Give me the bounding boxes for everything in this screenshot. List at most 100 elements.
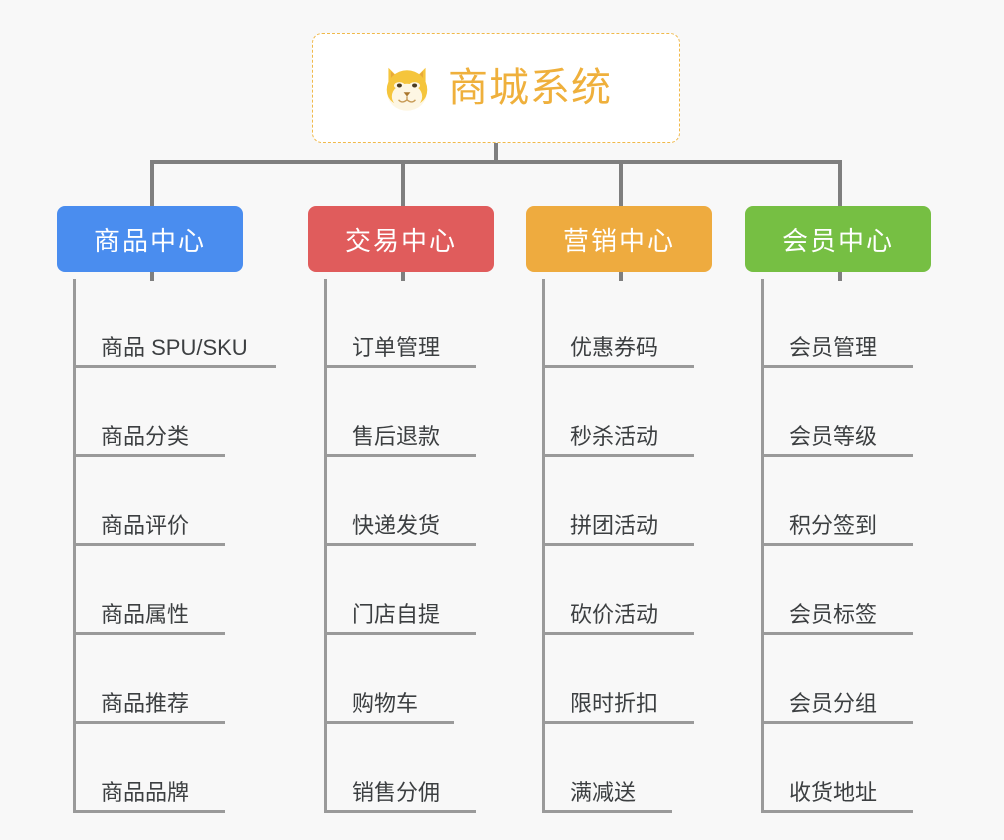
leaf-column-2: 订单管理售后退款快递发货门店自提购物车销售分佣 bbox=[324, 279, 476, 813]
leaf-item-label: 拼团活动 bbox=[570, 513, 659, 538]
leaf-item-underline bbox=[542, 721, 694, 724]
leaf-item-label: 订单管理 bbox=[352, 335, 441, 360]
leaf-item[interactable]: 门店自提 bbox=[324, 546, 476, 635]
leaf-item[interactable]: 收货地址 bbox=[761, 724, 913, 813]
leaf-item-underline bbox=[73, 454, 225, 457]
leaf-item-underline bbox=[761, 810, 913, 813]
leaf-item-label: 快递发货 bbox=[352, 513, 441, 538]
leaf-item-label: 商品 SPU/SKU bbox=[101, 335, 248, 360]
leaf-item-label: 销售分佣 bbox=[352, 780, 441, 805]
leaf-item[interactable]: 商品 SPU/SKU bbox=[73, 279, 276, 368]
leaf-item-underline bbox=[324, 454, 476, 457]
leaf-item[interactable]: 拼团活动 bbox=[542, 457, 694, 546]
leaf-item-underline bbox=[761, 454, 913, 457]
leaf-item-underline bbox=[542, 454, 694, 457]
leaf-item[interactable]: 商品推荐 bbox=[73, 635, 248, 724]
leaf-item[interactable]: 满减送 bbox=[542, 724, 672, 813]
category-header-label: 交易中心 bbox=[344, 225, 457, 256]
category-header-2[interactable]: 交易中心 bbox=[308, 206, 494, 272]
leaf-item-label: 会员分组 bbox=[789, 691, 878, 716]
leaf-item[interactable]: 购物车 bbox=[324, 635, 454, 724]
leaf-item[interactable]: 售后退款 bbox=[324, 368, 476, 457]
leaf-item-underline bbox=[761, 543, 913, 546]
leaf-item-underline bbox=[73, 632, 225, 635]
leaf-spine bbox=[324, 279, 327, 813]
leaf-item-label: 门店自提 bbox=[352, 602, 441, 627]
leaf-item-underline bbox=[761, 365, 913, 368]
leaf-item-label: 秒杀活动 bbox=[570, 424, 659, 449]
leaf-item[interactable]: 秒杀活动 bbox=[542, 368, 694, 457]
leaf-item-label: 商品品牌 bbox=[101, 780, 190, 805]
leaf-item[interactable]: 积分签到 bbox=[761, 457, 913, 546]
connector-drop-1 bbox=[150, 160, 154, 206]
leaf-item-underline bbox=[324, 543, 476, 546]
leaf-item[interactable]: 商品属性 bbox=[73, 546, 248, 635]
leaf-item-label: 优惠券码 bbox=[570, 335, 659, 360]
leaf-item-underline bbox=[73, 721, 225, 724]
leaf-item-label: 购物车 bbox=[352, 691, 419, 716]
leaf-item[interactable]: 商品评价 bbox=[73, 457, 248, 546]
leaf-item[interactable]: 会员标签 bbox=[761, 546, 913, 635]
connector-header-stub-1 bbox=[150, 272, 154, 281]
leaf-item-underline bbox=[542, 632, 694, 635]
category-header-3[interactable]: 营销中心 bbox=[526, 206, 712, 272]
leaf-item[interactable]: 商品品牌 bbox=[73, 724, 248, 813]
root-title: 商城系统 bbox=[448, 66, 612, 110]
leaf-item-underline bbox=[324, 365, 476, 368]
leaf-item-underline bbox=[324, 810, 476, 813]
leaf-item[interactable]: 会员分组 bbox=[761, 635, 913, 724]
connector-header-stub-3 bbox=[619, 272, 623, 281]
leaf-item[interactable]: 会员管理 bbox=[761, 279, 913, 368]
leaf-spine bbox=[761, 279, 764, 813]
leaf-item[interactable]: 砍价活动 bbox=[542, 546, 694, 635]
leaf-item[interactable]: 限时折扣 bbox=[542, 635, 694, 724]
leaf-item-label: 限时折扣 bbox=[570, 691, 659, 716]
leaf-item-underline bbox=[761, 632, 913, 635]
leaf-item-underline bbox=[542, 365, 694, 368]
leaf-item-underline bbox=[324, 721, 454, 724]
leaf-item-underline bbox=[542, 543, 694, 546]
leaf-item-label: 会员等级 bbox=[789, 424, 878, 449]
leaf-item[interactable]: 快递发货 bbox=[324, 457, 476, 546]
category-header-label: 营销中心 bbox=[562, 225, 675, 256]
category-header-4[interactable]: 会员中心 bbox=[745, 206, 931, 272]
leaf-item-underline bbox=[542, 810, 672, 813]
leaf-column-4: 会员管理会员等级积分签到会员标签会员分组收货地址 bbox=[761, 279, 913, 813]
category-header-label: 商品中心 bbox=[93, 225, 206, 256]
leaf-item-underline bbox=[761, 721, 913, 724]
leaf-column-3: 优惠券码秒杀活动拼团活动砍价活动限时折扣满减送 bbox=[542, 279, 694, 813]
leaf-spine bbox=[73, 279, 76, 813]
leaf-item-underline bbox=[73, 543, 225, 546]
leaf-item-underline bbox=[73, 810, 225, 813]
leaf-item-label: 会员标签 bbox=[789, 602, 878, 627]
shiba-dog-face-icon bbox=[386, 67, 428, 111]
root-node[interactable]: 商城系统 bbox=[312, 33, 680, 143]
category-header-label: 会员中心 bbox=[781, 225, 894, 256]
leaf-item-label: 商品评价 bbox=[101, 513, 190, 538]
leaf-item-label: 商品分类 bbox=[101, 424, 190, 449]
leaf-item-label: 商品推荐 bbox=[101, 691, 190, 716]
leaf-column-1: 商品 SPU/SKU 商品分类商品评价商品属性商品推荐商品品牌 bbox=[73, 279, 276, 813]
category-header-1[interactable]: 商品中心 bbox=[57, 206, 243, 272]
connector-horizontal-bus bbox=[150, 160, 842, 164]
leaf-item-label: 积分签到 bbox=[789, 513, 878, 538]
connector-root-stem bbox=[494, 143, 498, 164]
leaf-item[interactable]: 会员等级 bbox=[761, 368, 913, 457]
leaf-item-underline bbox=[324, 632, 476, 635]
leaf-item[interactable]: 订单管理 bbox=[324, 279, 476, 368]
leaf-item-label: 商品属性 bbox=[101, 602, 190, 627]
connector-drop-3 bbox=[619, 160, 623, 206]
connector-header-stub-2 bbox=[401, 272, 405, 281]
leaf-item[interactable]: 商品分类 bbox=[73, 368, 248, 457]
leaf-item-label: 会员管理 bbox=[789, 335, 878, 360]
leaf-item-underline bbox=[73, 365, 276, 368]
leaf-item-label: 砍价活动 bbox=[570, 602, 659, 627]
leaf-spine bbox=[542, 279, 545, 813]
leaf-item[interactable]: 优惠券码 bbox=[542, 279, 694, 368]
connector-drop-2 bbox=[401, 160, 405, 206]
connector-drop-4 bbox=[838, 160, 842, 206]
leaf-item-label: 售后退款 bbox=[352, 424, 441, 449]
connector-header-stub-4 bbox=[838, 272, 842, 281]
leaf-item-label: 收货地址 bbox=[789, 780, 878, 805]
leaf-item[interactable]: 销售分佣 bbox=[324, 724, 476, 813]
